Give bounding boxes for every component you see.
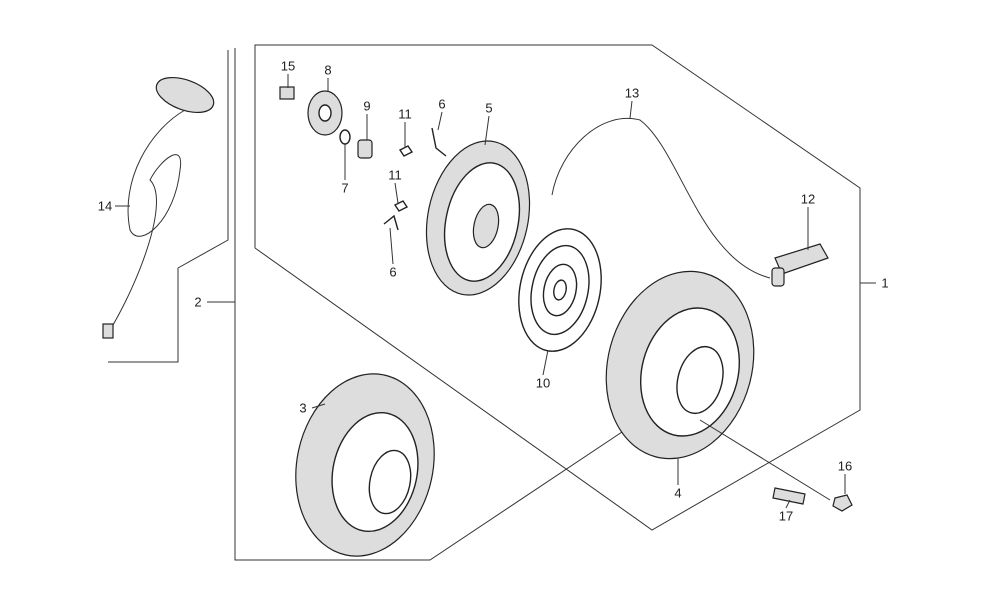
assembly-outline-2 [234,48,701,561]
part-14-cable [102,76,215,339]
assembly-outline-14 [108,50,229,363]
callout-6-upper: 6 [438,96,446,112]
part-5-reel [425,140,531,296]
callout-8: 8 [324,62,332,78]
callout-15: 15 [280,58,296,74]
part-3-guide [295,373,435,557]
part-4-starter-cover [605,270,755,460]
callout-12: 12 [800,191,816,207]
callout-17: 17 [778,508,794,524]
callout-5: 5 [485,100,493,116]
callout-4: 4 [674,485,682,501]
callout-6-lower: 6 [389,264,397,280]
callout-10: 10 [535,375,551,391]
part-12-handle [771,243,829,287]
assembly-outline-1 [254,44,861,531]
callout-9: 9 [363,98,371,114]
part-16-17-fasteners [699,419,853,512]
callout-16: 16 [837,458,853,474]
callout-2: 2 [194,294,202,310]
callout-14: 14 [97,198,113,214]
leader-lines [115,74,876,509]
callout-11-lower: 11 [388,167,402,183]
small-parts [279,86,447,231]
callout-3: 3 [299,400,307,416]
callout-13: 13 [624,85,640,101]
callout-7: 7 [341,180,349,196]
callout-1: 1 [881,275,889,291]
callout-11-upper: 11 [398,106,412,122]
part-10-spring [518,228,602,352]
part-13-rope [551,118,771,279]
